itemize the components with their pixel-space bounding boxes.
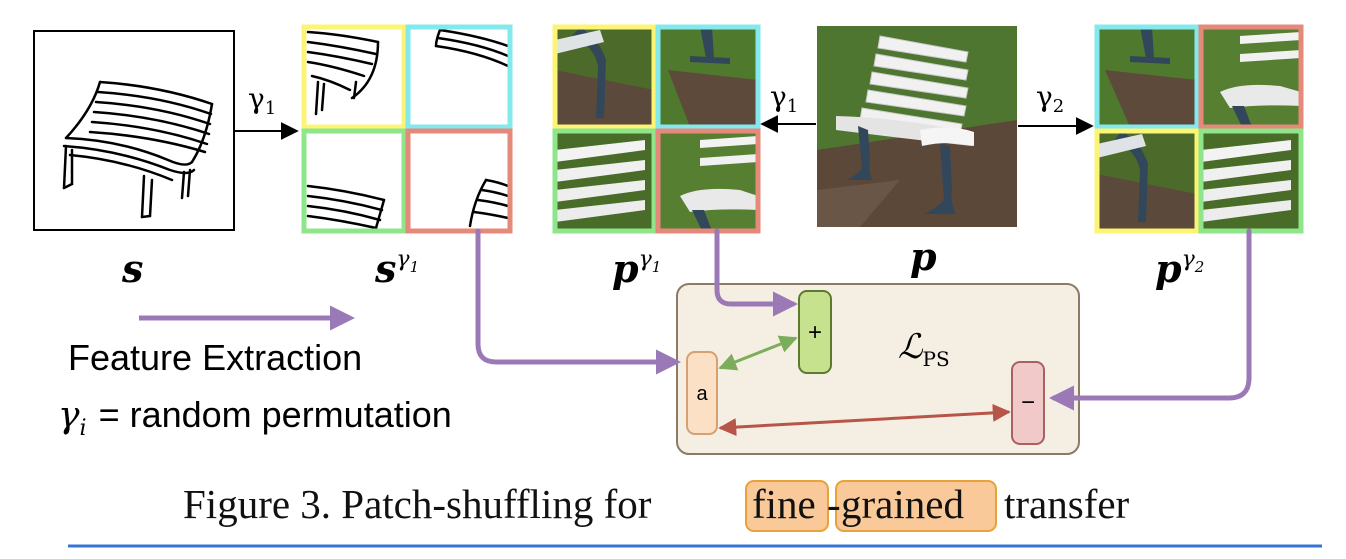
label-p: p <box>910 234 937 279</box>
positive-link <box>718 335 798 371</box>
sketch-tile-yellow <box>301 24 407 130</box>
gamma2-label-photo: γ2 <box>1036 80 1064 117</box>
negative-node <box>1011 361 1045 445</box>
sketch-permuted-grid <box>301 24 513 234</box>
loss-box: ℒPS a + − <box>676 283 1080 455</box>
negative-link <box>718 403 1011 437</box>
gamma1-label-sketch: γ1 <box>248 82 276 119</box>
photo-tile-red <box>655 128 761 234</box>
photo-image <box>817 26 1017 227</box>
caption-word-fine: fine <box>752 481 816 527</box>
sketch-tile-green <box>301 128 407 234</box>
caption: Figure 3. Patch-shuffling for fine - gra… <box>183 480 1130 532</box>
photo-tile-yellow <box>552 24 657 130</box>
path-p1-to-positive <box>714 228 798 317</box>
loss-label: ℒPS <box>898 327 950 371</box>
photo-tile-green <box>552 128 657 234</box>
photo-permuted-grid-1 <box>552 24 761 234</box>
sketch-tile-cyan <box>405 24 513 130</box>
label-s-gamma1: sγ1 <box>374 246 419 291</box>
highlight-fine <box>745 480 829 532</box>
legend-feature-extraction: Feature Extraction <box>68 337 362 378</box>
caption-prefix: Figure 3. Patch-shuffling for <box>183 481 652 527</box>
photo2-tile-red <box>1198 24 1304 130</box>
photo2-tile-cyan <box>1094 24 1200 130</box>
highlight-grained <box>835 480 997 532</box>
caption-suffix: transfer <box>1004 481 1130 527</box>
path-p2-to-negative <box>1049 228 1252 411</box>
feature-paths <box>475 228 1252 411</box>
gamma1-label-photo: γ1 <box>770 80 798 117</box>
positive-node <box>798 290 832 374</box>
positive-label: + <box>808 319 822 346</box>
sketch-tile-red <box>405 128 513 234</box>
label-s: s <box>121 246 143 291</box>
negative-label: − <box>1021 389 1035 416</box>
photo-permuted-grid-2 <box>1094 24 1304 234</box>
anchor-label: a <box>696 383 708 405</box>
anchor-node <box>686 351 718 435</box>
sketch-image <box>33 30 235 231</box>
path-sketch-to-anchor <box>475 228 681 375</box>
legend-gamma: γi= random permutation <box>58 394 452 441</box>
caption-dash: - <box>827 481 841 527</box>
label-p-gamma1: pγ1 <box>612 246 661 291</box>
caption-word-grained: grained <box>841 481 964 527</box>
photo2-tile-green <box>1198 128 1304 234</box>
photo-tile-cyan <box>655 24 761 130</box>
label-p-gamma2: pγ2 <box>1155 246 1204 291</box>
photo2-tile-yellow <box>1094 128 1200 234</box>
